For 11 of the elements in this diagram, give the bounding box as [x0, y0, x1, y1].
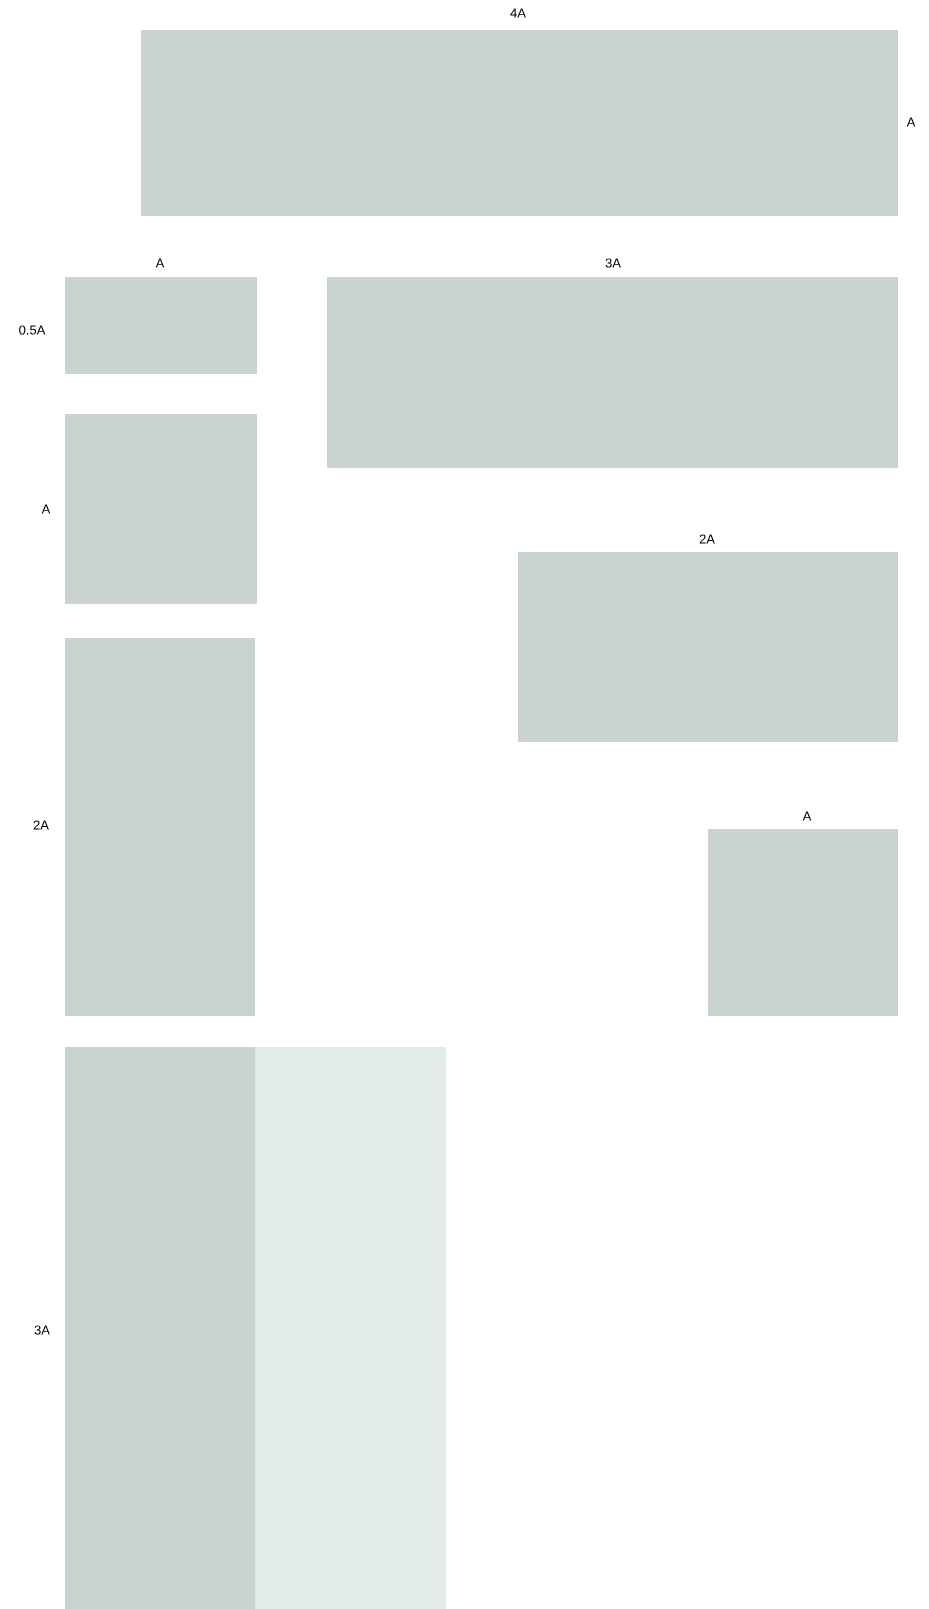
dimension-label: 2A [33, 820, 49, 830]
dimension-label: A [802, 811, 812, 821]
dimension-label: 2A [699, 534, 715, 544]
dimension-label: A [906, 117, 916, 127]
dimension-label: A [155, 258, 165, 268]
dimension-label: A [41, 504, 51, 514]
dimension-label: 3A [605, 258, 621, 268]
dimension-label: 0.5A [19, 325, 46, 335]
dimension-label: 3A [34, 1325, 50, 1335]
rectangle [255, 1047, 446, 1609]
dimension-label: 4A [510, 8, 526, 18]
